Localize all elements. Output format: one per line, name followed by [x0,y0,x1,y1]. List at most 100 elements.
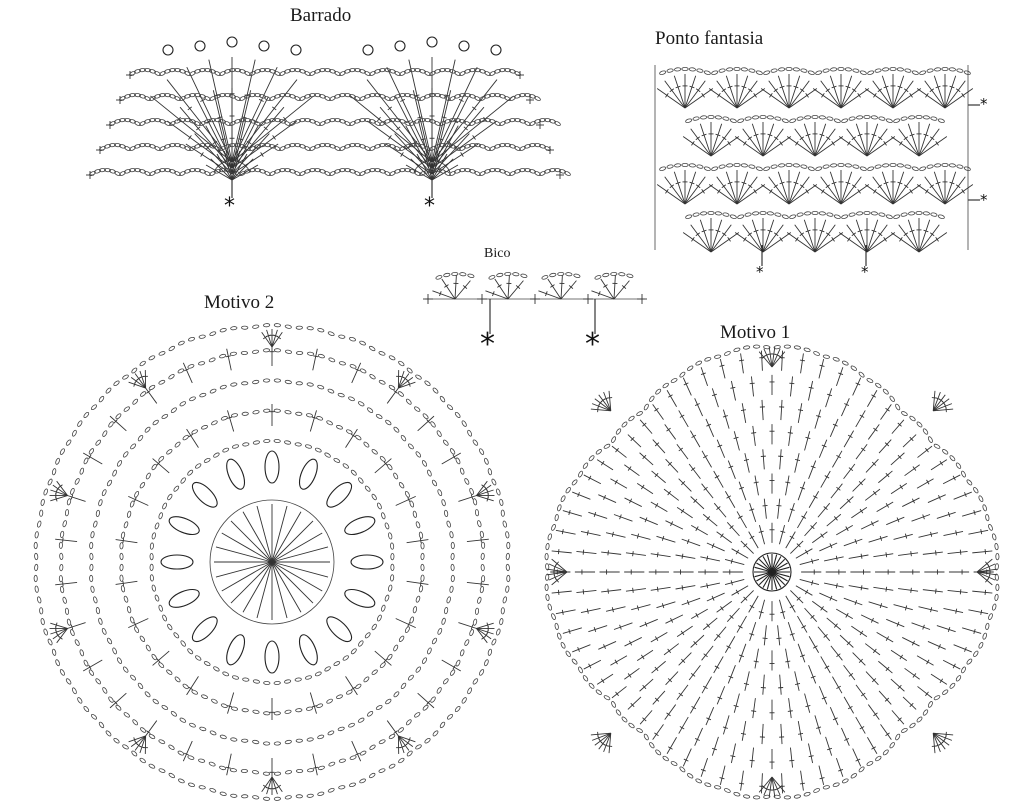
chain-stitch [858,371,865,378]
radial-stitch [843,696,855,714]
stitch-bar [716,633,721,638]
chain-stitch [219,146,226,151]
fan-stitch [394,133,433,175]
stitch-bar [799,184,805,189]
chain-stitch [64,509,70,517]
radial-stitch [902,497,920,507]
chain-stitch [144,119,151,124]
radial-stitch [733,693,740,713]
fan-stitch [656,88,686,109]
chain-stitch [565,650,571,657]
fan-stitch [591,403,611,412]
chain-stitch [129,500,135,508]
fan-stitch [976,571,997,576]
radial-stitch [943,530,964,536]
chain-stitch [90,585,95,593]
chain-stitch [409,616,415,624]
radial-stitch [694,398,703,417]
fan-stitch [367,120,433,169]
stitch-bar [923,133,929,137]
fan-stitch [271,331,283,348]
chain-stitch [388,384,396,391]
ring-stitch [226,753,232,776]
stitch-bar [654,407,659,412]
chain-stitch [158,379,166,385]
chain-stitch [119,144,126,149]
chain-stitch [306,382,314,387]
chain-stitch [65,439,72,446]
chain-stitch [704,782,712,787]
stitch-bar [743,237,747,242]
chain-stitch [187,469,194,476]
chain-stitch [184,146,191,151]
chain-stitch [436,687,442,694]
radial-stitch [794,453,800,473]
stitch-bar [691,141,695,146]
chain-stitch [95,607,100,615]
center-spoke [221,561,273,592]
chain-stitch [114,119,121,124]
radial-stitch [818,358,825,379]
chain-stitch [848,116,856,121]
radial-stitch [876,501,894,512]
chain-stitch [102,430,108,437]
fan-stitch [898,128,920,157]
stitch-bar [859,726,865,730]
stitch-bar [492,291,495,297]
chain-stitch [203,457,211,463]
stitch-bar [393,730,398,734]
radial-stitch [701,645,714,661]
fan-stitch [742,224,764,253]
radial-stitch [678,716,689,734]
stitch-bar [812,645,818,649]
chain-stitch [915,210,923,215]
stitch-bar [816,726,822,729]
radial-stitch [551,550,572,554]
chain-stitch [643,403,649,411]
fan-stitch [840,184,870,205]
radial-stitch [690,524,708,536]
chain-stitch [421,460,428,467]
fan-stitch [944,88,974,109]
radial-stitch [652,439,666,454]
stitch-bar [848,467,854,472]
radial-stitch [750,376,754,397]
radial-stitch [761,350,763,371]
radial-stitch [700,757,708,777]
chain-stitch [188,93,197,98]
stitch-bar [903,136,909,141]
radial-stitch [788,698,792,719]
fan-stitch [907,123,920,157]
stitch-bar [779,237,783,242]
chain-stitch [209,787,217,793]
chain-stitch [803,347,811,352]
chain-stitch [139,482,146,489]
stitch-bar [871,394,876,398]
chain-stitch [449,96,456,101]
radial-stitch [851,625,868,638]
radial-stitch [972,550,993,554]
ring-stitch [312,753,318,776]
chain-stitch [982,504,987,512]
fan-stitch [690,224,712,253]
stitch-bar [272,135,276,140]
chain-stitch [219,328,227,333]
radial-stitch [825,736,833,756]
radial-stitch [650,501,668,512]
chain-stitch [385,419,392,426]
radial-stitch [700,582,720,588]
stitch-bar [740,732,747,735]
picot-bobble [290,44,302,56]
stitch-bar [964,492,967,498]
stitch-bar [753,660,759,663]
ring-stitch [466,582,489,586]
radial-stitch [754,648,759,669]
chain-stitch [144,171,151,176]
stitch-bar [727,85,733,89]
chain-stitch [164,69,171,74]
radial-stitch [817,502,831,518]
chain-stitch [374,69,381,74]
radial-stitch [750,747,754,768]
chain-stitch [371,493,377,501]
chain-stitch [900,116,908,121]
